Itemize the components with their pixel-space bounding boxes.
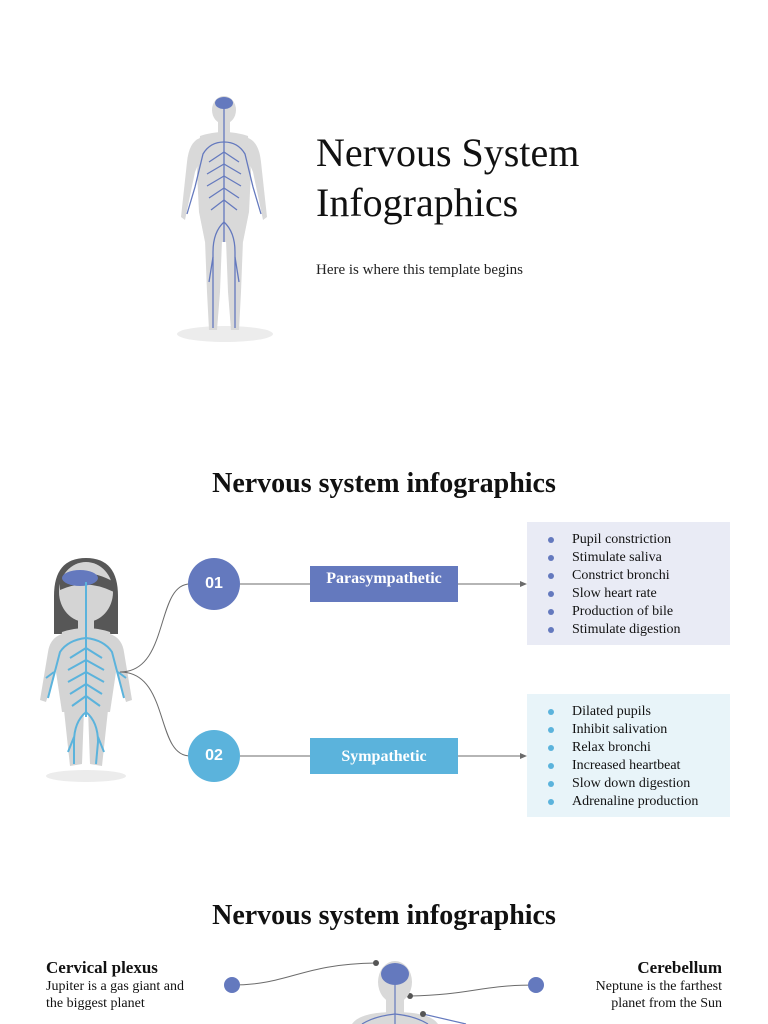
list-item: Slow heart rate [527,585,730,603]
cervical-plexus-desc-line1: Jupiter is a gas giant and [46,979,185,994]
list-item: Adrenaline production [527,793,730,811]
cervical-plexus-desc-line2: the biggest planet [46,996,145,1011]
cerebellum-title: Cerebellum [637,958,722,977]
step-02-circle: 02 [188,730,240,782]
list-item: Relax bronchi [527,739,730,757]
list-item: Slow down digestion [527,775,730,793]
step-01-circle: 01 [188,558,240,610]
list-item: Increased heartbeat [527,757,730,775]
list-item: Dilated pupils [527,703,730,721]
cerebellum-desc-line1: Neptune is the farthest [595,979,722,994]
list-item: Stimulate saliva [527,549,730,567]
sympathetic-effects-panel: Dilated pupils Inhibit salivation Relax … [527,694,730,817]
parasympathetic-label: Parasympathetic [310,566,458,602]
section-title: Nervous system infographics [212,900,556,931]
list-item: Constrict bronchi [527,567,730,585]
hero-title: Nervous System Infographics [316,130,580,225]
cerebellum-block: Cerebellum Neptune is the farthest plane… [542,958,722,1012]
sympathetic-label: Sympathetic [310,738,458,774]
list-item: Inhibit salivation [527,721,730,739]
hero-subtitle: Here is where this template begins [316,262,524,278]
head-figure-connectors [224,960,544,1024]
list-item: Production of bile [527,603,730,621]
human-nervous-figure [177,96,273,342]
parasympathetic-effects-panel: Pupil constriction Stimulate saliva Cons… [527,522,730,645]
cervical-plexus-title: Cervical plexus [46,958,158,977]
cervical-plexus-block: Cervical plexus Jupiter is a gas giant a… [46,958,226,1012]
cerebellum-desc-line2: planet from the Sun [611,996,722,1011]
girl-nervous-figure [40,558,132,782]
section-title: Nervous system infographics [212,468,556,499]
list-item: Stimulate digestion [527,621,730,639]
list-item: Pupil constriction [527,531,730,549]
